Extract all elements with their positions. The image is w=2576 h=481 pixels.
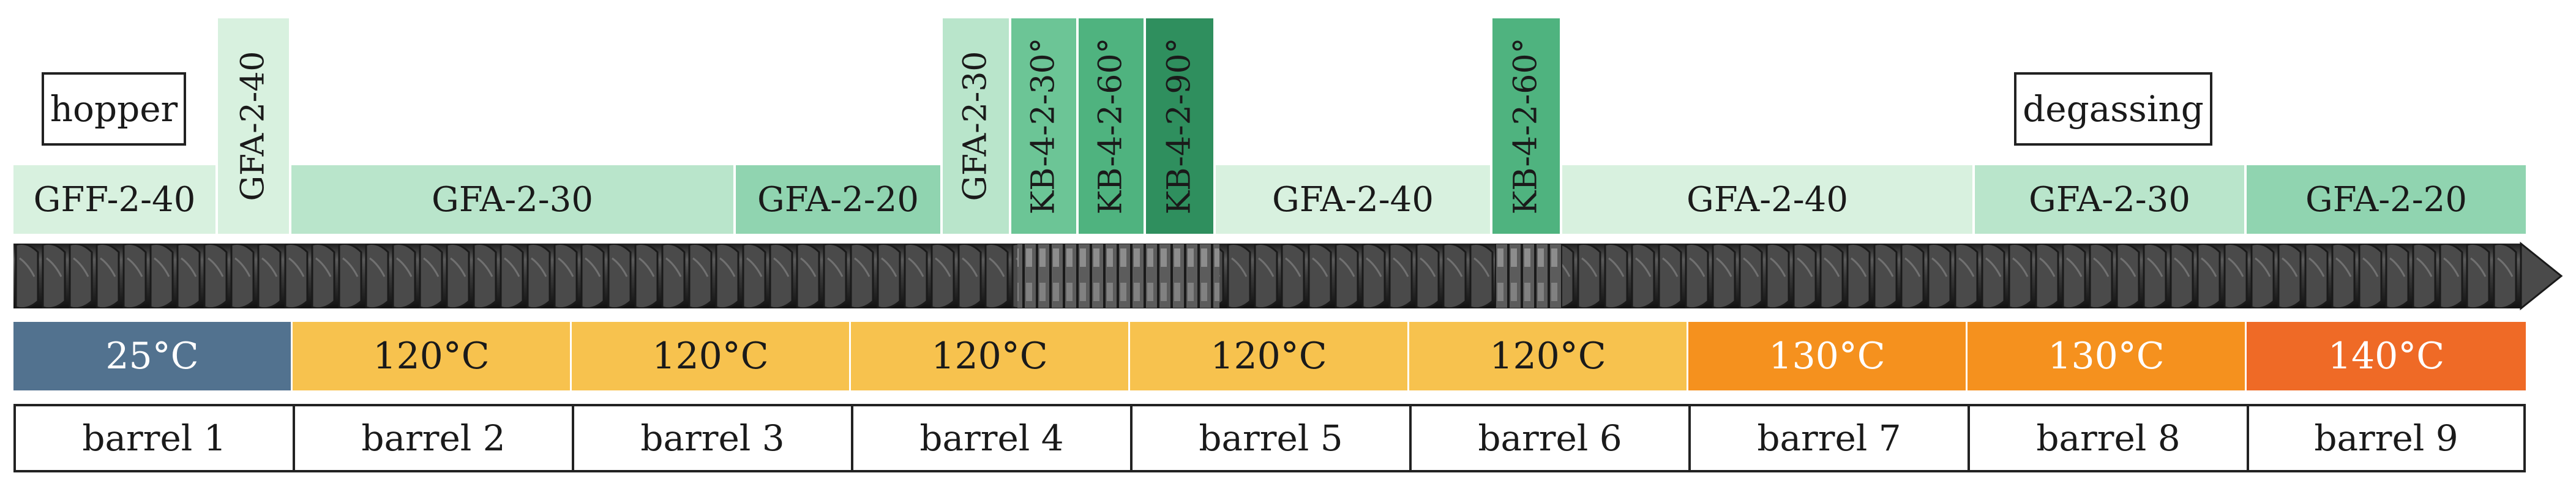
barrel-2: barrel 2 — [293, 404, 572, 472]
screw-element-e9: GFA-2-40 — [1216, 165, 1490, 234]
screw-element-e11: GFA-2-40 — [1562, 165, 1972, 234]
barrel-7: barrel 7 — [1688, 404, 1968, 472]
temperature-zone-8: 130°C — [1968, 322, 2247, 390]
screw-element-e1: GFF-2-40 — [13, 165, 215, 234]
temperature-zone-6: 120°C — [1409, 322, 1688, 390]
screw-element-e8: KB-4-2-90° — [1146, 18, 1213, 234]
hopper-label: hopper — [42, 72, 186, 146]
screw-element-e5: GFA-2-30 — [943, 18, 1009, 234]
barrel-4: barrel 4 — [851, 404, 1130, 472]
barrel-1: barrel 1 — [13, 404, 293, 472]
screw-element-e2: GFA-2-40 — [218, 18, 289, 234]
screw-element-e7: KB-4-2-60° — [1079, 18, 1144, 234]
barrel-6: barrel 6 — [1409, 404, 1688, 472]
screw-element-e12: GFA-2-30 — [1975, 165, 2244, 234]
screw-element-e4: GFA-2-20 — [736, 165, 940, 234]
temperature-zone-3: 120°C — [572, 322, 851, 390]
temperature-zone-5: 120°C — [1130, 322, 1409, 390]
temperature-zone-2: 120°C — [293, 322, 572, 390]
screw-element-e6: KB-4-2-30° — [1011, 18, 1076, 234]
barrel-3: barrel 3 — [572, 404, 851, 472]
temperature-zone-9: 140°C — [2247, 322, 2526, 390]
screw-element-e13: GFA-2-20 — [2247, 165, 2526, 234]
temperature-zone-1: 25°C — [13, 322, 293, 390]
barrel-8: barrel 8 — [1968, 404, 2247, 472]
temperature-zone-4: 120°C — [851, 322, 1130, 390]
barrel-5: barrel 5 — [1130, 404, 1409, 472]
degassing-label: degassing — [2014, 72, 2212, 146]
temperature-zone-7: 130°C — [1688, 322, 1968, 390]
barrel-9: barrel 9 — [2247, 404, 2526, 472]
screw-element-e10: KB-4-2-60° — [1492, 18, 1560, 234]
screw-element-e3: GFA-2-30 — [291, 165, 733, 234]
screw-shaft-image — [13, 241, 2563, 311]
